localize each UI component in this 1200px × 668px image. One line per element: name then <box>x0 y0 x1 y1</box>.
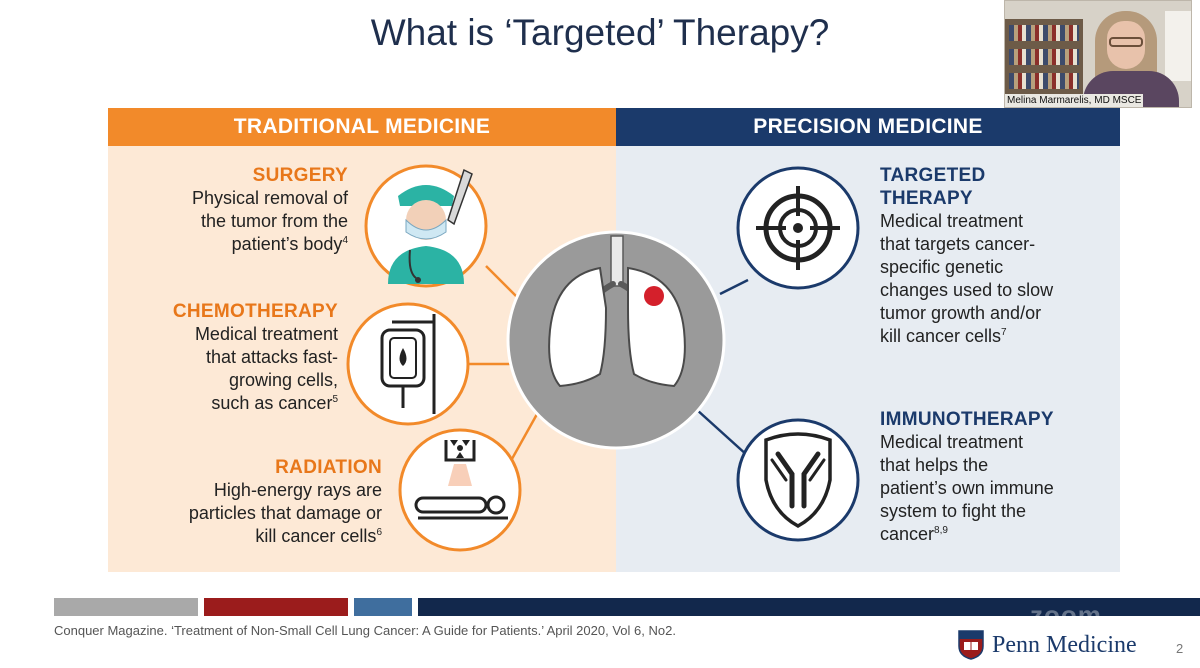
targeted-ref: 7 <box>1001 327 1007 338</box>
window <box>1165 11 1191 81</box>
immuno-line-3: patient’s own immune <box>880 478 1054 498</box>
slide-title: What is ‘Targeted’ Therapy? <box>370 12 830 53</box>
glasses <box>1109 37 1143 47</box>
immuno-line-4: system to fight the <box>880 501 1027 521</box>
chemo-line-3: growing cells, <box>228 370 338 390</box>
immuno-line-2: that helps the <box>880 455 989 475</box>
radiation-machine-icon <box>398 428 522 552</box>
infographic-graphics <box>346 164 860 552</box>
targeted-line-2: that targets cancer- <box>880 234 1036 254</box>
radiation-line-1: High-energy rays are <box>213 480 382 500</box>
penn-shield-icon <box>958 630 984 660</box>
bar-navy <box>418 598 1200 616</box>
radiation-text: RADIATION High-energy rays are particles… <box>128 456 382 548</box>
surgeon-icon <box>364 164 488 288</box>
radiation-line-2: particles that damage or <box>188 503 382 523</box>
chemo-line-1: Medical treatment <box>194 324 338 344</box>
targeted-line-6: kill cancer cells <box>880 326 1002 346</box>
webcam-thumbnail[interactable]: Melina Marmarelis, MD MSCE <box>1004 0 1192 108</box>
bar-blue <box>354 598 412 616</box>
webcam-name-label: Melina Marmarelis, MD MSCE <box>1005 94 1144 107</box>
chemo-ref: 5 <box>332 394 338 405</box>
lungs-tumor-icon <box>506 230 726 450</box>
page-number: 2 <box>1176 641 1184 656</box>
surgery-line-3: patient’s body <box>231 234 343 254</box>
bar-gray <box>54 598 198 616</box>
immuno-line-5: cancer <box>880 524 935 544</box>
surgery-line-2: the tumor from the <box>200 211 348 231</box>
antibody-shield-icon <box>736 418 860 542</box>
chemo-line-2: that attacks fast- <box>205 347 338 367</box>
bookshelf <box>1005 19 1083 107</box>
targeted-line-1: Medical treatment <box>880 211 1024 231</box>
radiation-ref: 6 <box>376 527 382 538</box>
chemo-title: CHEMOTHERAPY <box>172 301 338 322</box>
citation: Conquer Magazine. ‘Treatment of Non-Smal… <box>54 623 676 638</box>
logo-text: Penn Medicine <box>992 631 1137 658</box>
surgery-text: SURGERY Physical removal of the tumor fr… <box>128 164 348 256</box>
radiation-line-3: kill cancer cells <box>255 526 377 546</box>
surgery-title: SURGERY <box>252 165 348 186</box>
penn-medicine-logo: Penn Medicine <box>958 630 1137 660</box>
crosshair-target-icon <box>736 166 860 290</box>
chemo-line-4: such as cancer <box>211 393 333 413</box>
surgery-ref: 4 <box>342 235 348 246</box>
surgery-line-1: Physical removal of <box>191 188 348 208</box>
targeted-line-4: changes used to slow <box>880 280 1054 300</box>
targeted-line-5: tumor growth and/or <box>880 303 1042 323</box>
infographic: TRADITIONAL MEDICINE PRECISION MEDICINE <box>108 108 1120 572</box>
targeted-title-line-1: TARGETED <box>880 165 986 186</box>
precision-header: PRECISION MEDICINE <box>616 108 1120 146</box>
targeted-text: TARGETED THERAPY Medical treatment that … <box>880 164 1110 348</box>
iv-bag-icon <box>346 302 470 426</box>
footer-color-bars <box>0 598 1200 616</box>
bar-red <box>204 598 348 616</box>
radiation-title: RADIATION <box>275 457 382 478</box>
immuno-text: IMMUNOTHERAPY Medical treatment that hel… <box>880 408 1116 546</box>
targeted-line-3: specific genetic <box>880 257 1004 277</box>
traditional-header: TRADITIONAL MEDICINE <box>108 108 616 146</box>
immuno-title: IMMUNOTHERAPY <box>880 409 1054 430</box>
immuno-ref: 8,9 <box>934 525 948 536</box>
chemo-text: CHEMOTHERAPY Medical treatment that atta… <box>128 300 338 415</box>
targeted-title-line-2: THERAPY <box>880 188 973 209</box>
zoom-watermark: zoom <box>1030 600 1102 630</box>
immuno-line-1: Medical treatment <box>880 432 1024 452</box>
